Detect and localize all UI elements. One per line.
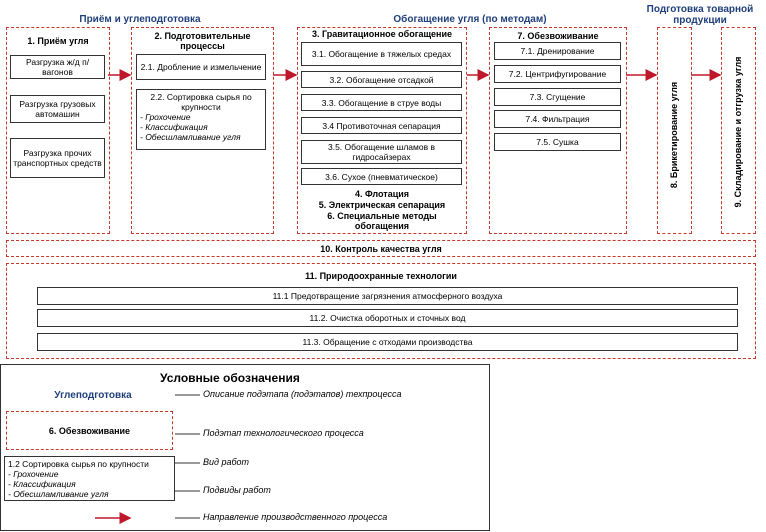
legend-work-sub-classification: - Классификация bbox=[8, 479, 76, 489]
sorting-sub-screening: - Грохочение bbox=[140, 112, 191, 122]
unload-other-box: Разгрузка прочих транспортных средств bbox=[10, 138, 105, 178]
stage-8-title: 8. Брикетирование угля bbox=[669, 81, 679, 189]
legend-example-header: Углеподготовка bbox=[54, 390, 132, 401]
sorting-box: 2.2. Сортировка сырья по крупности - Гро… bbox=[136, 89, 266, 150]
stage-11-title: 11. Природоохранные технологии bbox=[305, 271, 457, 281]
stage-10-title: 10. Контроль качества угля bbox=[320, 244, 442, 254]
stage-3-title: 3. Гравитационное обогащение bbox=[311, 29, 453, 39]
filtration-box: 7.4. Фильтрация bbox=[494, 110, 621, 128]
unload-railcars-box: Разгрузка ж/д п/вагонов bbox=[10, 55, 105, 79]
stage-9-container bbox=[721, 27, 756, 234]
sorting-title: 2.2. Сортировка сырья по крупности bbox=[150, 92, 252, 112]
stage-11-container bbox=[6, 263, 756, 359]
water-flow-box: 3.3. Обогащение в струе воды bbox=[301, 94, 462, 111]
stage-1-title: 1. Приём угля bbox=[27, 36, 89, 46]
hydrosizer-box: 3.5. Обогащение шламов в гидросайзерах bbox=[301, 140, 462, 164]
waste-handling-box: 11.3. Обращение с отходами производства bbox=[37, 333, 738, 351]
countercurrent-box: 3.4 Противоточная сепарация bbox=[301, 117, 462, 134]
legend-work-sub-desliming: - Обесшламливание угля bbox=[8, 489, 109, 499]
stage-10-container bbox=[6, 240, 756, 257]
water-treatment-box: 11.2. Очистка оборотных и сточных вод bbox=[37, 309, 738, 327]
stage-2-title: 2. Подготовительные процессы bbox=[154, 31, 251, 51]
legend-work-title: 1.2 Сортировка сырья по крупности bbox=[8, 459, 149, 469]
centrifuge-box: 7.2. Центрифугирование bbox=[494, 65, 621, 83]
jigging-box: 3.2. Обогащение отсадкой bbox=[301, 71, 462, 88]
stage-9-title: 9. Складирование и отгрузка угля bbox=[733, 56, 743, 208]
legend-title: Условные обозначения bbox=[160, 371, 300, 385]
legend-work-sub-screening: - Грохочение bbox=[8, 469, 59, 479]
stage-7-container bbox=[489, 27, 627, 234]
drying-box: 7.5. Сушка bbox=[494, 133, 621, 151]
stage-7-title: 7. Обезвоживание bbox=[517, 31, 599, 41]
legend-substage-title: 6. Обезвоживание bbox=[48, 426, 131, 436]
special-methods-label: 6. Специальные методы обогащения bbox=[327, 211, 437, 231]
flotation-label: 4. Флотация bbox=[354, 189, 410, 199]
legend-work-description: Вид работ bbox=[203, 457, 250, 467]
header-enrichment: Обогащение угля (по методам) bbox=[393, 14, 547, 25]
stage-1-container bbox=[6, 27, 110, 234]
header-commodity: Подготовка товарной продукции bbox=[646, 4, 754, 26]
drainage-box: 7.1. Дренирование bbox=[494, 42, 621, 60]
air-pollution-box: 11.1 Предотвращение загрязнения атмосфер… bbox=[37, 287, 738, 305]
legend-arrow-description: Направление производственного процесса bbox=[203, 512, 388, 522]
legend-container bbox=[0, 364, 490, 531]
sorting-sub-classification: - Классификация bbox=[140, 122, 208, 132]
thickening-box: 7.3. Сгущение bbox=[494, 88, 621, 106]
legend-example-work: 1.2 Сортировка сырья по крупности - Грох… bbox=[4, 456, 175, 501]
dry-pneumatic-box: 3.6. Сухое (пневматическое) bbox=[301, 168, 462, 185]
stage-2-container bbox=[131, 27, 274, 234]
heavy-media-box: 3.1. Обогащение в тяжелых средах bbox=[301, 42, 462, 66]
crushing-box: 2.1. Дробление и измельчение bbox=[136, 54, 266, 80]
header-reception: Приём и углеподготовка bbox=[79, 14, 201, 25]
stage-3-container bbox=[297, 27, 467, 234]
legend-subwork-description: Подвиды работ bbox=[203, 485, 271, 495]
legend-substage-description: Подэтап технологического процесса bbox=[203, 428, 364, 438]
sorting-sub-desliming: - Обесшламливание угля bbox=[140, 132, 241, 142]
legend-header-description: Описание подэтапа (подэтапов) техпроцесс… bbox=[203, 389, 402, 399]
stage-8-container bbox=[657, 27, 692, 234]
unload-trucks-box: Разгрузка грузовых автомашин bbox=[10, 95, 105, 123]
legend-example-substage bbox=[6, 411, 173, 450]
electric-separation-label: 5. Электрическая сепарация bbox=[318, 200, 446, 210]
